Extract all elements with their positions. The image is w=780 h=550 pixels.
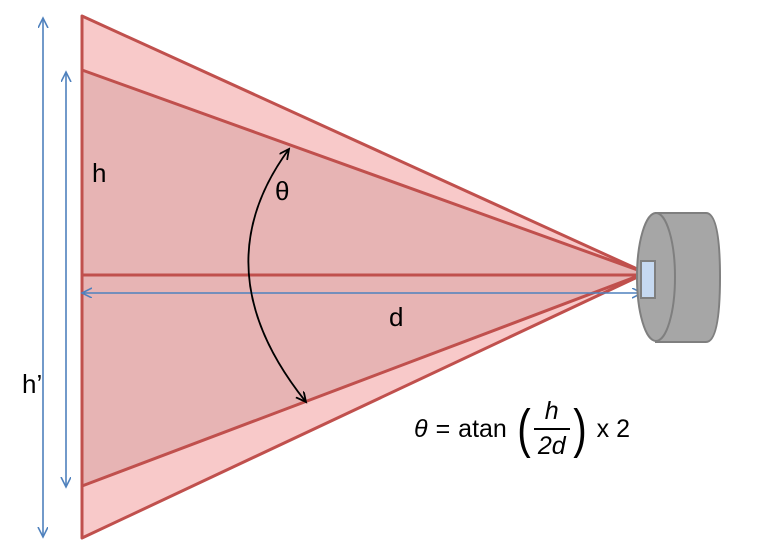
h-label: h xyxy=(92,158,107,188)
formula-theta: θ xyxy=(414,414,428,443)
inner-view-cone xyxy=(80,68,648,488)
formula-left-paren: ( xyxy=(517,399,531,459)
formula-right-paren: ) xyxy=(572,399,587,459)
h-prime-label: h’ xyxy=(22,369,43,399)
formula-atan: atan xyxy=(458,414,507,443)
d-label: d xyxy=(389,302,404,332)
formula-fraction: h 2d xyxy=(533,397,570,461)
formula-numerator: h xyxy=(544,397,559,425)
formula-denominator: 2d xyxy=(533,428,570,461)
theta-angle-arc xyxy=(247,149,306,402)
theta-label: θ xyxy=(275,176,290,206)
formula-equals: = xyxy=(435,414,451,443)
fov-formula: θ = atan ( h 2d ) x 2 xyxy=(414,397,630,461)
formula-times: x 2 xyxy=(596,414,630,443)
camera-icon xyxy=(636,212,722,343)
camera-lens xyxy=(640,260,656,299)
